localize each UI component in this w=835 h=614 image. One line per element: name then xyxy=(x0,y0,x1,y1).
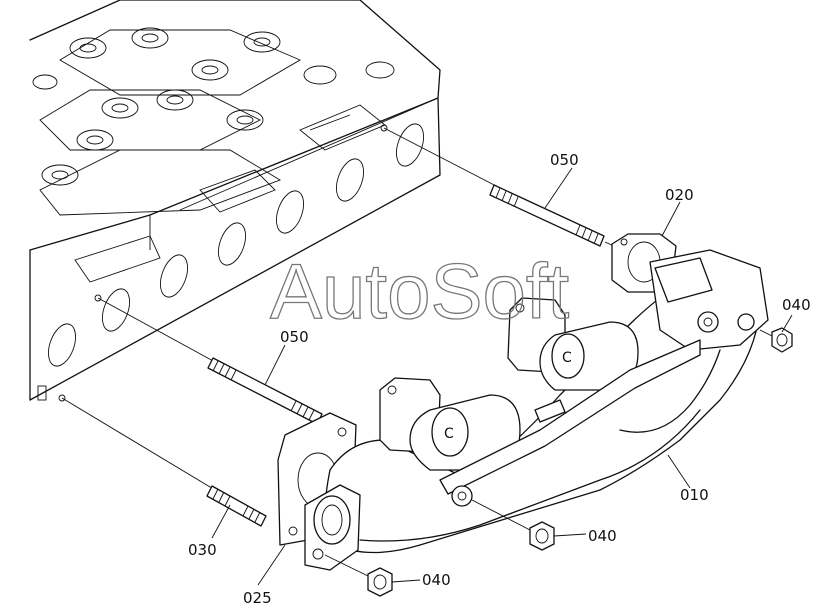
exhaust-manifold-010: C C xyxy=(304,249,769,571)
svg-text:C: C xyxy=(444,426,454,442)
stud-050-lower xyxy=(207,357,323,425)
leader-lines xyxy=(211,167,793,586)
svg-text:C: C xyxy=(562,350,572,366)
nut-040-top xyxy=(759,327,793,353)
callout-050-lower: 050 xyxy=(280,328,309,346)
callout-050-upper: 050 xyxy=(550,151,579,169)
nut-040-mid xyxy=(471,499,555,551)
watermark-text: AutoSoft xyxy=(270,247,570,335)
callout-040-lower: 040 xyxy=(422,571,451,589)
callout-020: 020 xyxy=(665,186,694,204)
callout-010: 010 xyxy=(680,486,709,504)
nut-040-bot xyxy=(324,554,393,597)
stud-030 xyxy=(206,485,267,527)
callout-025: 025 xyxy=(243,589,272,607)
stud-050-upper xyxy=(489,184,605,247)
callout-040-upper: 040 xyxy=(782,296,811,314)
cylinder-head xyxy=(29,0,441,402)
callout-030: 030 xyxy=(188,541,217,559)
callout-040-middle: 040 xyxy=(588,527,617,545)
